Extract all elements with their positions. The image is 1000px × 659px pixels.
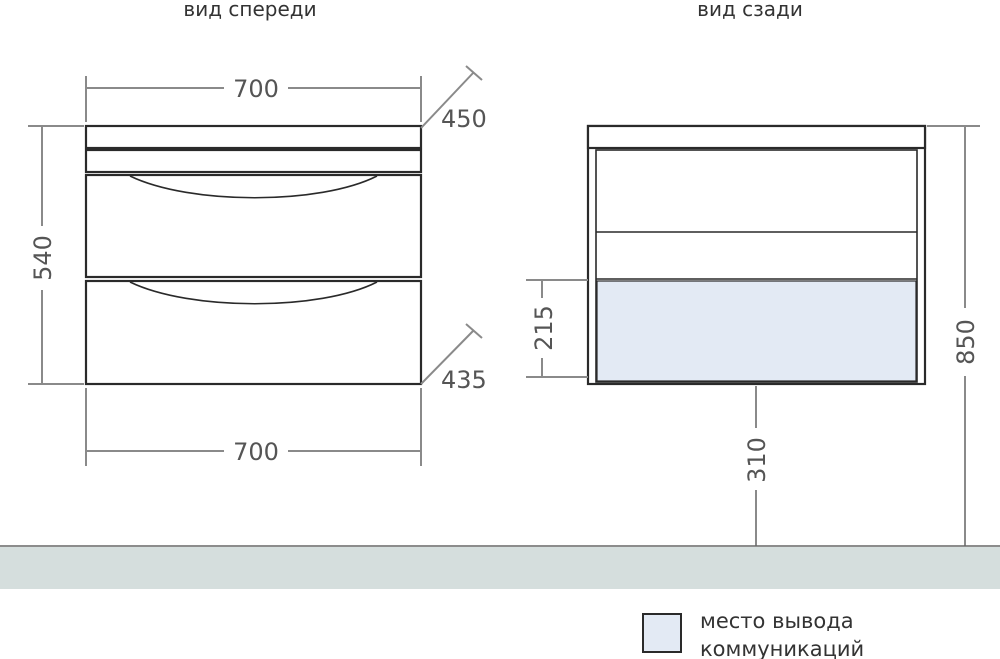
legend-line-1: место вывода: [700, 609, 854, 633]
floor-gap-label: 310: [743, 437, 771, 483]
front-view: 700 540 450 435 700: [28, 65, 487, 466]
bottom-depth-label: 435: [441, 366, 487, 394]
front-top-width-label: 700: [233, 75, 279, 103]
top-depth-line: [420, 71, 475, 129]
bottom-drawer-front: [84, 279, 423, 386]
top-drawer-front: [84, 148, 423, 174]
communication-zone: [596, 280, 917, 382]
legend-line-2: коммуникаций: [700, 637, 864, 659]
top-depth-tick: [465, 65, 483, 81]
middle-drawer-handle-curve: [129, 175, 378, 199]
countertop: [84, 124, 423, 150]
back-countertop: [586, 124, 927, 150]
front-bottom-width-label: 700: [233, 438, 279, 466]
total-height-label: 850: [952, 319, 980, 365]
middle-drawer-front: [84, 173, 423, 279]
back-view: 215 310 850: [526, 124, 980, 546]
zone-height-label: 215: [530, 305, 558, 351]
back-inner-frame: [595, 149, 918, 383]
top-depth-label: 450: [441, 105, 487, 133]
back-view-caption: вид сзади: [697, 0, 803, 21]
front-height-label: 540: [29, 235, 57, 281]
floor: [0, 547, 1000, 589]
legend: место вывода коммуникаций: [642, 609, 864, 659]
bottom-depth-line: [420, 329, 475, 385]
bottom-depth-tick: [465, 323, 483, 339]
legend-swatch: [642, 613, 682, 653]
bottom-drawer-handle-curve: [129, 281, 378, 305]
front-view-caption: вид спереди: [183, 0, 316, 21]
